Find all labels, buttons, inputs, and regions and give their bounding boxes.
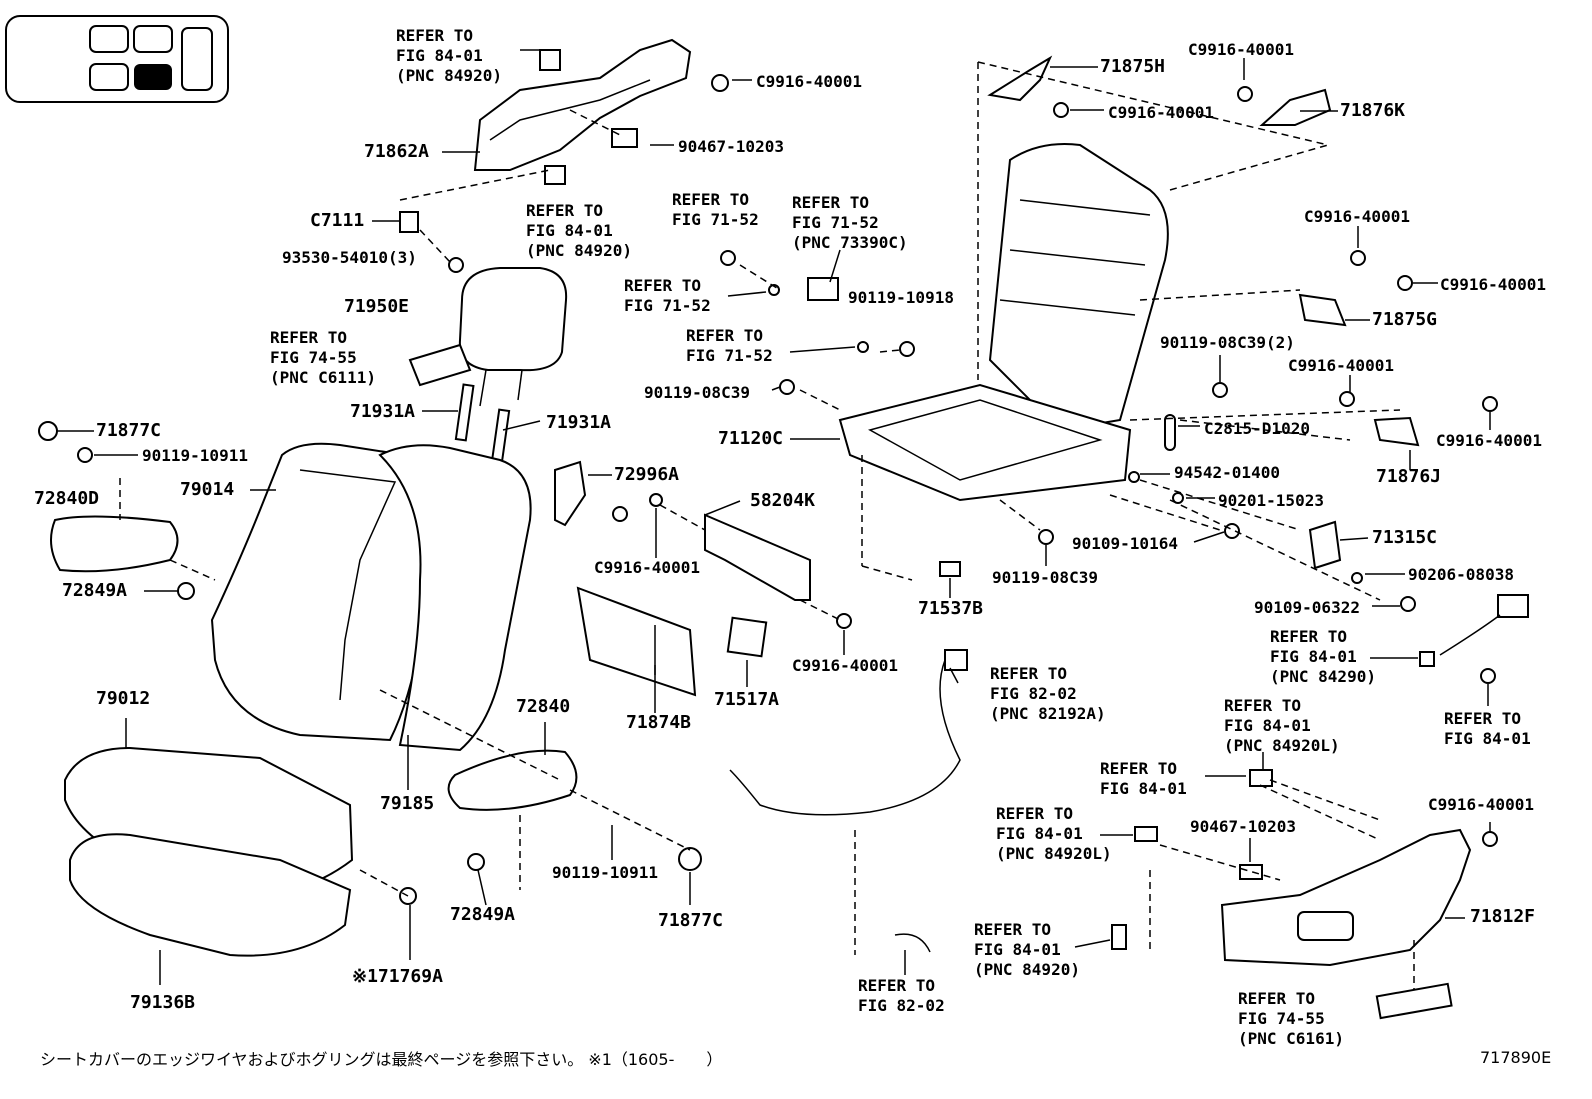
bracket-71875G: [1298, 293, 1347, 327]
part-label: 71877C: [96, 420, 162, 441]
side-shield-upper-left: [473, 38, 692, 171]
part-label: C2815-D1020: [1204, 419, 1310, 438]
headrest-guides: [454, 383, 511, 472]
cover-72996A: [554, 460, 587, 527]
part-label: 58204K: [750, 490, 816, 511]
part-label: 71876K: [1340, 100, 1406, 121]
part-label: 71950E: [344, 296, 410, 317]
refer-label: REFER TO FIG 84-01 (PNC 84920L): [1224, 696, 1340, 755]
footnote: シートカバーのエッジワイヤおよびホグリングは最終ページを参照下さい。 ※1（16…: [40, 1050, 723, 1069]
part-label: C9916-40001: [756, 72, 862, 91]
label-71517A: [726, 616, 768, 658]
part-label: C9916-40001: [1304, 207, 1410, 226]
refer-label: REFER TO FIG 84-01: [1444, 709, 1531, 748]
part-label: 71517A: [714, 689, 780, 710]
part-label: 72849A: [62, 580, 128, 601]
seat-frame: [838, 143, 1169, 502]
part-label: 90201-15023: [1218, 491, 1324, 510]
part-label: 79014: [180, 479, 235, 500]
wire-harness: [729, 649, 968, 816]
part-label: 71315C: [1372, 527, 1438, 548]
part-label: 72996A: [614, 464, 680, 485]
part-label: 90109-10164: [1072, 534, 1178, 553]
side-shield-lower-right: [1220, 828, 1472, 967]
part-label: 71537B: [918, 598, 984, 619]
part-label: 90109-06322: [1254, 598, 1360, 617]
part-label: 90119-08C39: [644, 383, 750, 402]
refer-label: REFER TO FIG 84-01 (PNC 84290): [1270, 627, 1376, 686]
refer-label: REFER TO FIG 74-55 (PNC C6111): [270, 328, 376, 387]
refer-label: REFER TO FIG 74-55 (PNC C6161): [1238, 989, 1344, 1048]
part-label: 71862A: [364, 141, 430, 162]
part-label: 93530-54010(3): [282, 248, 417, 267]
part-label: C9916-40001: [594, 558, 700, 577]
part-label: 90119-10911: [552, 863, 658, 882]
cover-71315C: [1308, 520, 1342, 570]
refer-label: REFER TO FIG 84-01 (PNC 84920): [526, 201, 632, 260]
part-label: 90467-10203: [1190, 817, 1296, 836]
part-label: 71931A: [350, 401, 416, 422]
part-label: C9916-40001: [1108, 103, 1214, 122]
part-label: 94542-01400: [1174, 463, 1280, 482]
assembly-lines: [119, 61, 1415, 990]
refer-label: REFER TO FIG 71-52: [624, 276, 711, 315]
refer-label: REFER TO FIG 71-52: [672, 190, 759, 229]
bracket-71876J: [1373, 416, 1420, 447]
seat-locator-icon: [5, 15, 229, 103]
part-label: 90119-10918: [848, 288, 954, 307]
trim-panel: [576, 586, 697, 697]
part-label: C7111: [310, 210, 365, 231]
headrest: [458, 267, 568, 407]
refer-label: REFER TO FIG 82-02: [858, 976, 945, 1015]
part-label: 71876J: [1376, 466, 1442, 487]
part-label: C9916-40001: [1428, 795, 1534, 814]
bracket-58204K: [704, 513, 811, 601]
seat-cushion-pad: [69, 833, 352, 957]
part-label: C9916-40001: [1440, 275, 1546, 294]
bracket-71875H: [987, 55, 1053, 102]
refer-label: REFER TO FIG 82-02 (PNC 82192A): [990, 664, 1106, 723]
part-label: 71877C: [658, 910, 724, 931]
part-label: 71812F: [1470, 906, 1536, 927]
part-label: 72849A: [450, 904, 516, 925]
part-label: C9916-40001: [1288, 356, 1394, 375]
refer-label: REFER TO FIG 84-01: [1100, 759, 1187, 798]
part-label: 71120C: [718, 428, 784, 449]
part-label: 71875H: [1100, 56, 1166, 77]
part-label: 79185: [380, 793, 435, 814]
armrest-small: [50, 515, 179, 573]
refer-label: REFER TO FIG 84-01 (PNC 84920L): [996, 804, 1112, 863]
leader-lines: [56, 49, 1491, 985]
armrest: [447, 749, 578, 811]
label-C6161: [1375, 982, 1453, 1020]
part-label: 79012: [96, 688, 151, 709]
part-label: 72840D: [34, 488, 100, 509]
part-label: 90206-08038: [1408, 565, 1514, 584]
part-label: 72840: [516, 696, 571, 717]
refer-label: REFER TO FIG 84-01 (PNC 84920): [396, 26, 502, 85]
part-label: C9916-40001: [792, 656, 898, 675]
refer-label: REFER TO FIG 71-52: [686, 326, 773, 365]
part-label: 71874B: [626, 712, 692, 733]
fasteners: [38, 49, 1529, 953]
figure-code: 717890E: [1480, 1048, 1552, 1067]
part-label: 90119-08C39: [992, 568, 1098, 587]
part-label: 90467-10203: [678, 137, 784, 156]
refer-label: REFER TO FIG 84-01 (PNC 84920): [974, 920, 1080, 979]
part-label: 90119-10911: [142, 446, 248, 465]
part-label: 79136B: [130, 992, 196, 1013]
label-C6111: [408, 343, 472, 387]
seatback-cover: [210, 442, 532, 752]
part-label: C9916-40001: [1188, 40, 1294, 59]
refer-label: REFER TO FIG 71-52 (PNC 73390C): [792, 193, 908, 252]
part-label: 71875G: [1372, 309, 1438, 330]
part-label: ※171769A: [352, 966, 443, 987]
bracket-71876K: [1259, 88, 1332, 126]
part-label: C9916-40001: [1436, 431, 1542, 450]
part-label: 71931A: [546, 412, 612, 433]
part-label: 90119-08C39(2): [1160, 333, 1295, 352]
